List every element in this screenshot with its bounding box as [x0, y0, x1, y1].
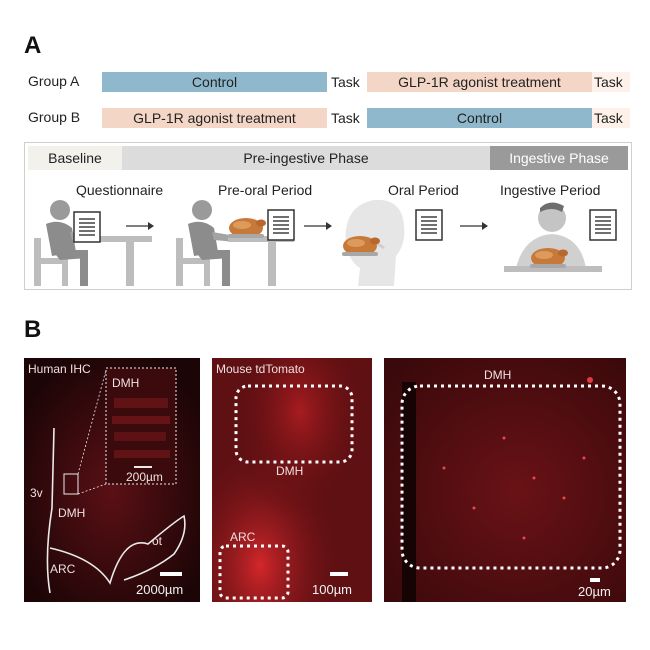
label-arc: ARC	[50, 562, 76, 576]
label-ot: ot	[152, 534, 163, 548]
mouse-arc-label: ARC	[230, 530, 256, 544]
group-b-control-bar: Control	[367, 108, 592, 128]
mouse-tdtomato-image: Mouse tdTomato DMH ARC 100µm	[212, 358, 372, 602]
questionnaire-icon	[589, 209, 617, 241]
human-ihc-scale-label: 2000µm	[136, 582, 184, 597]
group-a-task-2: Task	[592, 72, 630, 92]
mouse-scale-label: 100µm	[312, 582, 353, 597]
zoom-dmh-label: DMH	[484, 368, 512, 382]
panel-b-letter: B	[24, 316, 42, 343]
step-pre-oral: Pre-oral Period	[218, 182, 313, 198]
mouse-tdtomato-title: Mouse tdTomato	[216, 362, 305, 376]
step-questionnaire: Questionnaire	[76, 182, 164, 198]
baseline-phase: Baseline	[28, 146, 122, 170]
mouse-dmh-label: DMH	[276, 464, 304, 478]
panel-a-letter: A	[24, 32, 42, 59]
group-a-task-1: Task	[331, 74, 360, 90]
phase-box	[24, 142, 632, 290]
roast-chicken-icon	[228, 218, 266, 238]
ingestive-phase: Ingestive Phase	[490, 146, 628, 170]
pre-ingestive-phase: Pre-ingestive Phase	[122, 146, 490, 170]
human-ihc-image: Human IHC DMH 200µm 3v DMH ARC ot 2000µm	[24, 358, 200, 602]
human-ihc-title: Human IHC	[28, 362, 91, 376]
questionnaire-icon	[415, 209, 443, 241]
procedure-illustration	[34, 199, 617, 286]
group-b-label: Group B	[28, 109, 81, 125]
group-b-glp1-bar: GLP-1R agonist treatment	[102, 108, 327, 128]
label-3v: 3v	[30, 486, 43, 500]
inset-dmh-label: DMH	[112, 376, 140, 390]
questionnaire-icon	[73, 211, 101, 243]
step-oral: Oral Period	[388, 182, 459, 198]
zoom-scale-label: 20µm	[578, 584, 611, 599]
arrow-right-icon	[460, 222, 488, 230]
arrow-right-icon	[126, 222, 154, 230]
group-a-glp1-bar: GLP-1R agonist treatment	[367, 72, 592, 92]
group-b-task-2: Task	[592, 108, 630, 128]
label-dmh: DMH	[58, 506, 86, 520]
questionnaire-icon	[267, 209, 295, 241]
group-b-task-1: Task	[331, 110, 360, 126]
step-ingestive: Ingestive Period	[500, 182, 601, 198]
arrow-right-icon	[304, 222, 332, 230]
inset-scale-label: 200µm	[126, 470, 163, 484]
dmh-zoom-image: DMH 20µm	[384, 358, 626, 602]
group-a-label: Group A	[28, 73, 80, 89]
group-a-control-bar: Control	[102, 72, 327, 92]
